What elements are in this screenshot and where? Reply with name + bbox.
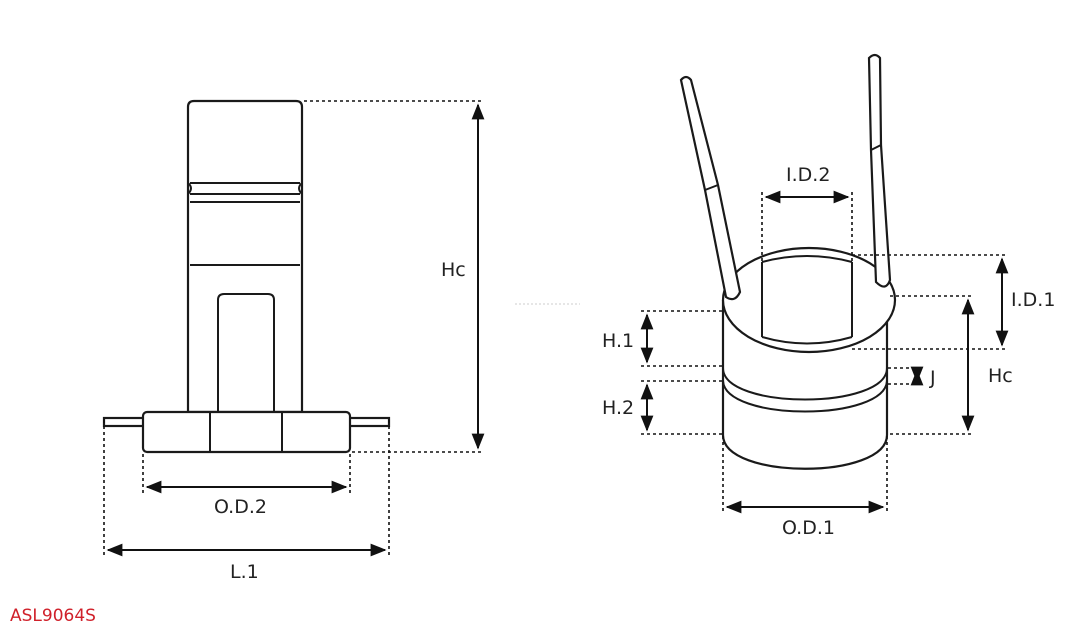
- part-code: ASL9064S: [10, 606, 96, 626]
- side-view: Hc O.D.2 L.1: [102, 99, 485, 583]
- label-id1: I.D.1: [1011, 289, 1055, 311]
- left-pin: [102, 416, 148, 428]
- label-od1: O.D.1: [782, 517, 835, 539]
- label-h2: H.2: [602, 397, 634, 419]
- right-pin: [347, 416, 391, 428]
- label-hc-left: Hc: [441, 259, 466, 281]
- base-flange: [141, 410, 352, 454]
- label-h1: H.1: [602, 330, 634, 352]
- base-center-block: [209, 411, 283, 453]
- label-l1: L.1: [230, 561, 259, 583]
- cylinder-top: [721, 246, 897, 354]
- inner-bore: [761, 255, 853, 337]
- shaft-body: [186, 99, 304, 414]
- label-id2: I.D.2: [786, 164, 830, 186]
- shaft-slot: [217, 293, 275, 412]
- label-od2: O.D.2: [214, 496, 267, 518]
- label-hc-right: Hc: [988, 365, 1013, 387]
- right-wire: [867, 53, 892, 288]
- perspective-view: I.D.2 I.D.1 Hc J H.1 H.2 O.D.1: [602, 53, 1055, 539]
- label-j: J: [929, 367, 936, 389]
